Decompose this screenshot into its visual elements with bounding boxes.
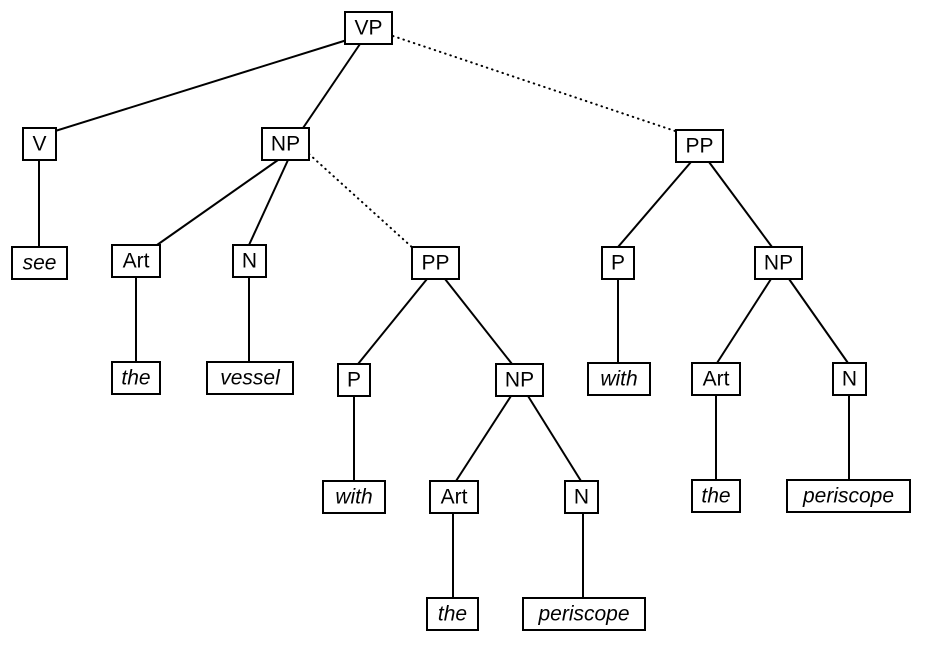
node-box-p_right: [601, 246, 635, 280]
tree-node-p_mid[interactable]: P: [337, 363, 371, 397]
tree-node-art_r[interactable]: Art: [691, 362, 741, 396]
tree-node-n_r[interactable]: N: [832, 362, 867, 396]
node-label-np1: NP: [271, 133, 300, 156]
tree-node-p_right[interactable]: P: [601, 246, 635, 280]
tree-node-with_m[interactable]: with: [322, 480, 386, 514]
node-box-np_mid: [495, 363, 544, 397]
tree-edge-pp_right-to-np_right: [708, 161, 773, 248]
node-label-n_r: N: [842, 368, 857, 391]
tree-node-peri_r[interactable]: periscope: [786, 479, 911, 513]
node-box-peri_m: [522, 597, 646, 631]
tree-node-art1[interactable]: Art: [111, 244, 161, 278]
tree-node-v[interactable]: V: [22, 127, 57, 161]
tree-node-n_m[interactable]: N: [564, 480, 599, 514]
node-label-peri_r: periscope: [802, 485, 894, 508]
tree-node-the_r[interactable]: the: [691, 479, 741, 513]
tree-node-the1[interactable]: the: [111, 361, 161, 395]
tree-edge-np_mid-to-n_m: [527, 395, 582, 482]
node-label-vessel: vessel: [220, 367, 281, 390]
node-box-peri_r: [786, 479, 911, 513]
node-label-the1: the: [121, 367, 150, 390]
tree-node-pp_right[interactable]: PP: [675, 129, 724, 163]
node-label-n_m: N: [574, 486, 589, 509]
tree-edge-np1-to-art1: [156, 159, 279, 246]
node-box-n1: [232, 244, 267, 278]
node-box-art1: [111, 244, 161, 278]
node-box-n_m: [564, 480, 599, 514]
tree-node-n1[interactable]: N: [232, 244, 267, 278]
node-box-the_r: [691, 479, 741, 513]
node-box-art_m: [429, 480, 479, 514]
tree-edge-np1-to-n1: [248, 159, 289, 246]
node-label-peri_m: periscope: [537, 603, 629, 626]
tree-node-peri_m[interactable]: periscope: [522, 597, 646, 631]
tree-node-vessel[interactable]: vessel: [206, 361, 294, 395]
node-box-with_r: [587, 362, 651, 396]
node-label-vp: VP: [354, 17, 382, 40]
node-label-the_m: the: [438, 603, 467, 626]
tree-node-np1[interactable]: NP: [261, 127, 310, 161]
node-box-art_r: [691, 362, 741, 396]
node-box-vp: [344, 11, 393, 45]
node-box-pp_right: [675, 129, 724, 163]
node-box-v: [22, 127, 57, 161]
tree-edge-vp-to-np1: [302, 43, 361, 129]
node-box-the_m: [426, 597, 479, 631]
tree-node-vp[interactable]: VP: [344, 11, 393, 45]
node-label-art1: Art: [123, 250, 150, 273]
node-box-np_right: [754, 246, 803, 280]
node-label-pp_mid: PP: [421, 252, 449, 275]
tree-edge-np_right-to-n_r: [788, 278, 849, 364]
node-label-pp_right: PP: [685, 135, 713, 158]
tree-edges-layer: [38, 35, 850, 598]
node-label-see: see: [23, 252, 57, 275]
tree-edge-vp-to-v: [51, 39, 348, 133]
node-label-the_r: the: [701, 485, 730, 508]
node-box-see: [11, 246, 68, 280]
tree-edge-vp-to-pp_right: [392, 35, 679, 133]
node-label-p_mid: P: [347, 369, 361, 392]
node-box-n_r: [832, 362, 867, 396]
tree-edge-pp_mid-to-p_mid: [357, 278, 428, 365]
node-box-the1: [111, 361, 161, 395]
node-label-np_mid: NP: [505, 369, 534, 392]
tree-edge-pp_mid-to-np_mid: [444, 278, 513, 365]
tree-edge-np_right-to-art_r: [716, 278, 772, 364]
tree-edge-np_mid-to-art_m: [455, 395, 512, 482]
tree-node-np_mid[interactable]: NP: [495, 363, 544, 397]
node-box-with_m: [322, 480, 386, 514]
node-box-vessel: [206, 361, 294, 395]
tree-edge-np1-to-pp_mid: [308, 153, 415, 250]
tree-node-pp_mid[interactable]: PP: [411, 246, 460, 280]
tree-node-see[interactable]: see: [11, 246, 68, 280]
tree-node-art_m[interactable]: Art: [429, 480, 479, 514]
node-label-art_r: Art: [703, 368, 730, 391]
node-label-v: V: [32, 133, 46, 156]
node-label-n1: N: [242, 250, 257, 273]
tree-node-with_r[interactable]: with: [587, 362, 651, 396]
tree-edge-pp_right-to-p_right: [617, 161, 692, 248]
node-label-art_m: Art: [441, 486, 468, 509]
tree-node-the_m[interactable]: the: [426, 597, 479, 631]
node-box-p_mid: [337, 363, 371, 397]
node-label-np_right: NP: [764, 252, 793, 275]
node-label-p_right: P: [611, 252, 625, 275]
node-box-np1: [261, 127, 310, 161]
node-box-pp_mid: [411, 246, 460, 280]
node-label-with_m: with: [335, 486, 372, 509]
node-label-with_r: with: [600, 368, 637, 391]
tree-node-np_right[interactable]: NP: [754, 246, 803, 280]
